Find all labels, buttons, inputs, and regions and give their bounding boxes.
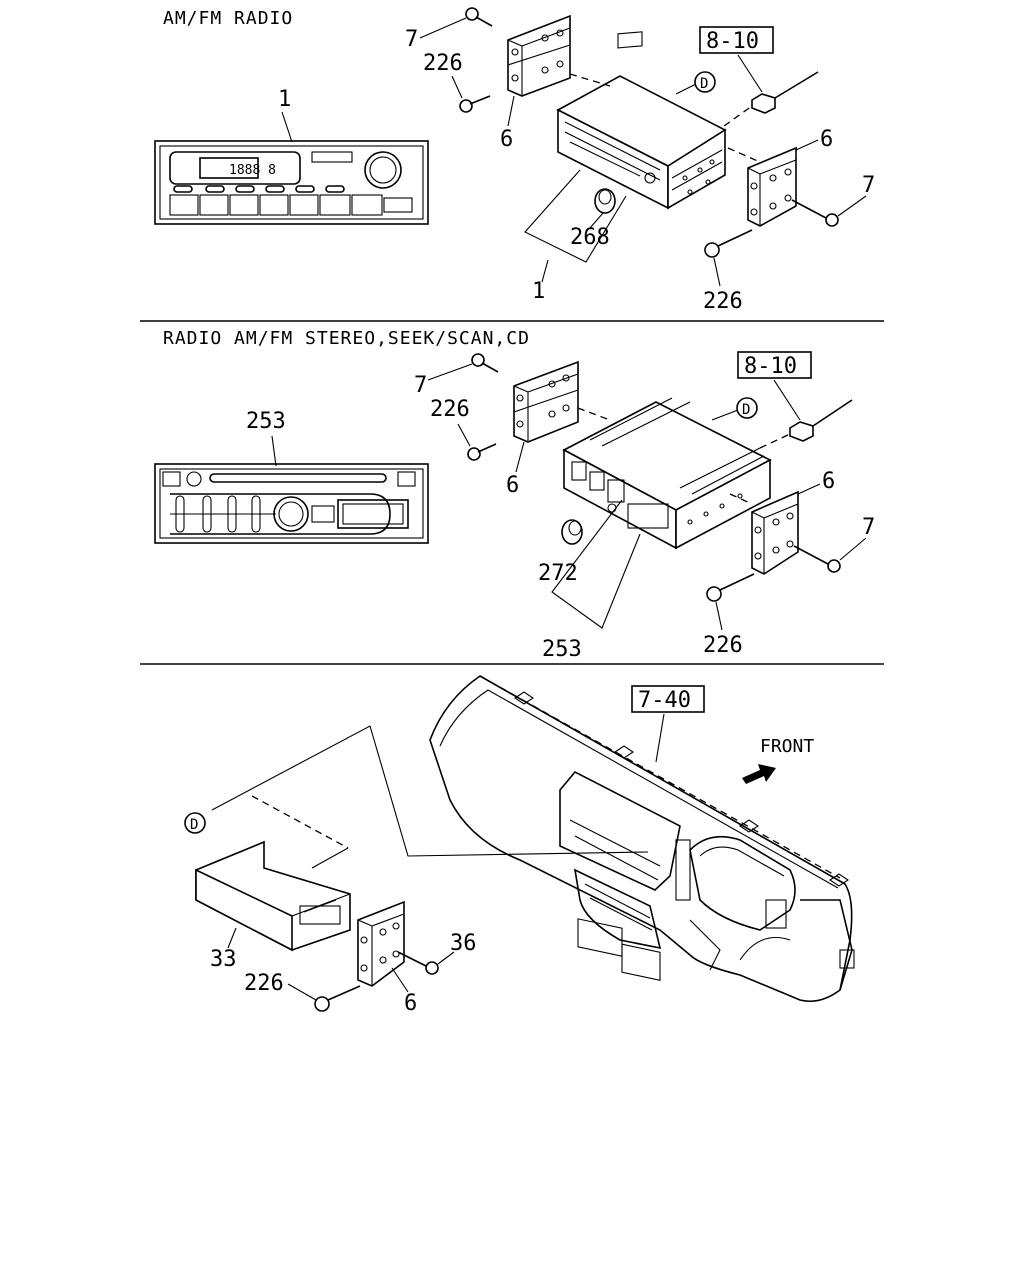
callout-272: 272 (538, 561, 578, 586)
callout-226-c: 226 (430, 397, 470, 422)
callout-226-e: 226 (244, 971, 284, 996)
screw-226-bottom-mid (706, 573, 755, 602)
callout-7-d: 7 (862, 515, 875, 540)
knob-272 (561, 519, 583, 545)
callout-33: 33 (210, 947, 237, 972)
marker-d-bottom (184, 812, 206, 834)
screw-7-right (791, 199, 839, 227)
front-label: FRONT (760, 736, 814, 757)
front-arrow-icon (742, 764, 776, 784)
callout-253-a: 253 (246, 409, 286, 434)
section-title-am-fm: AM/FM RADIO (163, 8, 293, 29)
bracket-bottom (357, 900, 405, 987)
marker-d-top (694, 71, 716, 93)
cd-radio-body (562, 397, 772, 550)
callout-7-b: 7 (862, 173, 875, 198)
ref-box-7-40 (631, 685, 705, 713)
screw-226-mid (467, 443, 497, 461)
marker-d-bottom-label: D (190, 817, 198, 833)
screw-226-bottom-left (314, 985, 361, 1012)
cd-radio-front (154, 463, 429, 544)
am-fm-radio-body (556, 31, 727, 210)
section-title-stereo-cd: RADIO AM/FM STEREO,SEEK/SCAN,CD (163, 328, 530, 349)
screw-7-top (465, 7, 493, 27)
marker-d-mid-label: D (742, 402, 750, 418)
callout-1-b: 1 (532, 279, 545, 304)
callout-36: 36 (450, 931, 477, 956)
bracket-left-top (507, 14, 571, 97)
ref-8-10-mid: 8-10 (744, 354, 797, 379)
ref-box-8-10-mid (737, 351, 812, 379)
callout-226-a: 226 (423, 51, 463, 76)
callout-1: 1 (278, 87, 291, 112)
marker-d-top-label: D (700, 76, 708, 92)
callout-6-c: 6 (506, 473, 519, 498)
callout-6-a: 6 (500, 127, 513, 152)
radio-display-readout: 1888 8 (229, 163, 276, 178)
callout-268: 268 (570, 225, 610, 250)
screw-226-top (459, 95, 491, 113)
bracket-right-mid (751, 490, 799, 575)
storage-pocket-33 (195, 840, 351, 952)
callout-6-e: 6 (404, 991, 417, 1016)
connector-mid (789, 399, 853, 442)
callout-6-d: 6 (822, 469, 835, 494)
ref-7-40: 7-40 (638, 688, 691, 713)
screw-36 (397, 951, 439, 975)
callout-226-d: 226 (703, 633, 743, 658)
ref-box-8-10-top (699, 26, 774, 54)
marker-d-mid (736, 397, 758, 419)
am-fm-radio-front (154, 140, 429, 225)
screw-7-mid (471, 353, 499, 373)
instrument-panel (429, 675, 855, 1003)
bracket-right-top (747, 146, 797, 227)
connector-top (751, 71, 819, 114)
callout-7-a: 7 (405, 27, 418, 52)
screw-7-right-mid (793, 545, 841, 573)
bracket-left-mid (513, 360, 579, 443)
knob-268 (594, 188, 616, 214)
ref-8-10-top: 8-10 (706, 29, 759, 54)
screw-226-bottom (704, 229, 753, 258)
callout-226-b: 226 (703, 289, 743, 314)
callout-7-c: 7 (414, 373, 427, 398)
callout-253-b: 253 (542, 637, 582, 662)
callout-6-b: 6 (820, 127, 833, 152)
